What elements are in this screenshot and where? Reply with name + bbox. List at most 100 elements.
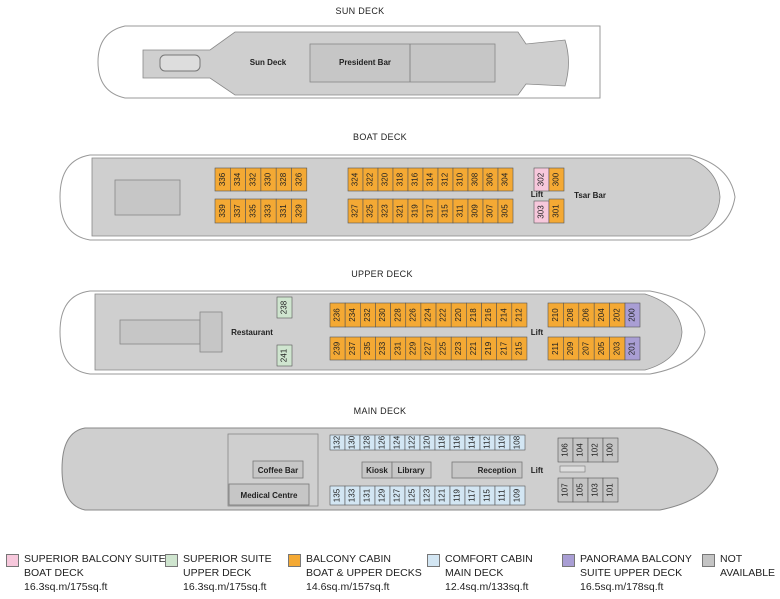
cabin-324[interactable]: 324 — [347, 167, 364, 192]
cabin-205[interactable]: 205 — [593, 336, 610, 361]
cabin-319[interactable]: 319 — [407, 198, 424, 224]
cabin-200[interactable]: 200 — [624, 302, 641, 328]
cabin-312[interactable]: 312 — [437, 167, 454, 192]
cabin-228[interactable]: 228 — [390, 302, 407, 328]
cabin-102[interactable]: 102 — [587, 437, 604, 463]
cabin-329[interactable]: 329 — [291, 198, 308, 224]
cabin-123[interactable]: 123 — [419, 485, 436, 506]
cabin-128[interactable]: 128 — [359, 434, 376, 451]
cabin-124[interactable]: 124 — [389, 434, 406, 451]
cabin-133[interactable]: 133 — [344, 485, 361, 506]
cabin-105[interactable]: 105 — [572, 477, 589, 503]
cabin-310[interactable]: 310 — [452, 167, 469, 192]
cabin-339[interactable]: 339 — [214, 198, 231, 224]
cabin-219[interactable]: 219 — [481, 336, 497, 361]
cabin-106[interactable]: 106 — [557, 437, 574, 463]
cabin-326[interactable]: 326 — [291, 167, 308, 192]
cabin-320[interactable]: 320 — [377, 167, 394, 192]
cabin-120[interactable]: 120 — [419, 434, 436, 451]
cabin-122[interactable]: 122 — [404, 434, 421, 451]
cabin-236[interactable]: 236 — [329, 302, 346, 328]
cabin-235[interactable]: 235 — [359, 336, 376, 361]
cabin-318[interactable]: 318 — [392, 167, 409, 192]
cabin-315[interactable]: 315 — [437, 198, 454, 224]
cabin-117[interactable]: 117 — [464, 485, 481, 506]
cabin-129[interactable]: 129 — [374, 485, 391, 506]
cabin-114[interactable]: 114 — [464, 434, 481, 451]
cabin-230[interactable]: 230 — [375, 302, 391, 328]
cabin-305[interactable]: 305 — [497, 198, 514, 224]
cabin-308[interactable]: 308 — [467, 167, 484, 192]
cabin-241[interactable]: 241 — [276, 344, 293, 367]
cabin-210[interactable]: 210 — [547, 302, 564, 328]
cabin-211[interactable]: 211 — [547, 336, 564, 361]
cabin-323[interactable]: 323 — [377, 198, 394, 224]
cabin-135[interactable]: 135 — [329, 485, 346, 506]
cabin-222[interactable]: 222 — [435, 302, 452, 328]
cabin-206[interactable]: 206 — [578, 302, 595, 328]
cabin-100[interactable]: 100 — [602, 437, 619, 463]
cabin-317[interactable]: 317 — [422, 198, 439, 224]
cabin-238[interactable]: 238 — [276, 296, 293, 319]
cabin-220[interactable]: 220 — [450, 302, 467, 328]
cabin-321[interactable]: 321 — [392, 198, 409, 224]
cabin-316[interactable]: 316 — [407, 167, 424, 192]
cabin-333[interactable]: 333 — [260, 198, 277, 224]
cabin-208[interactable]: 208 — [563, 302, 580, 328]
cabin-335[interactable]: 335 — [245, 198, 262, 224]
cabin-337[interactable]: 337 — [230, 198, 246, 224]
cabin-101[interactable]: 101 — [602, 477, 619, 503]
cabin-239[interactable]: 239 — [329, 336, 346, 361]
cabin-306[interactable]: 306 — [482, 167, 499, 192]
cabin-203[interactable]: 203 — [609, 336, 626, 361]
cabin-126[interactable]: 126 — [374, 434, 391, 451]
cabin-121[interactable]: 121 — [434, 485, 451, 506]
cabin-331[interactable]: 331 — [275, 198, 292, 224]
cabin-217[interactable]: 217 — [496, 336, 513, 361]
cabin-232[interactable]: 232 — [359, 302, 376, 328]
cabin-303[interactable]: 303 — [533, 200, 550, 224]
cabin-115[interactable]: 115 — [479, 485, 496, 506]
cabin-104[interactable]: 104 — [572, 437, 589, 463]
cabin-301[interactable]: 301 — [548, 198, 565, 224]
cabin-131[interactable]: 131 — [359, 485, 376, 506]
cabin-215[interactable]: 215 — [511, 336, 528, 361]
cabin-226[interactable]: 226 — [405, 302, 422, 328]
cabin-112[interactable]: 112 — [479, 434, 496, 451]
cabin-130[interactable]: 130 — [344, 434, 361, 451]
cabin-330[interactable]: 330 — [260, 167, 277, 192]
cabin-125[interactable]: 125 — [404, 485, 421, 506]
cabin-118[interactable]: 118 — [434, 434, 451, 451]
cabin-107[interactable]: 107 — [557, 477, 574, 503]
cabin-325[interactable]: 325 — [362, 198, 379, 224]
cabin-231[interactable]: 231 — [390, 336, 407, 361]
cabin-201[interactable]: 201 — [624, 336, 641, 361]
cabin-111[interactable]: 111 — [494, 485, 511, 506]
cabin-202[interactable]: 202 — [609, 302, 626, 328]
cabin-207[interactable]: 207 — [578, 336, 595, 361]
cabin-300[interactable]: 300 — [548, 167, 565, 192]
cabin-304[interactable]: 304 — [497, 167, 514, 192]
cabin-209[interactable]: 209 — [563, 336, 580, 361]
cabin-110[interactable]: 110 — [494, 434, 511, 451]
cabin-328[interactable]: 328 — [275, 167, 292, 192]
cabin-103[interactable]: 103 — [587, 477, 604, 503]
cabin-332[interactable]: 332 — [245, 167, 262, 192]
cabin-218[interactable]: 218 — [466, 302, 482, 328]
cabin-229[interactable]: 229 — [405, 336, 422, 361]
cabin-224[interactable]: 224 — [420, 302, 437, 328]
cabin-216[interactable]: 216 — [481, 302, 497, 328]
cabin-214[interactable]: 214 — [496, 302, 513, 328]
cabin-119[interactable]: 119 — [449, 485, 466, 506]
cabin-336[interactable]: 336 — [214, 167, 231, 192]
cabin-132[interactable]: 132 — [329, 434, 346, 451]
cabin-234[interactable]: 234 — [344, 302, 361, 328]
cabin-334[interactable]: 334 — [230, 167, 246, 192]
cabin-204[interactable]: 204 — [593, 302, 610, 328]
cabin-307[interactable]: 307 — [482, 198, 499, 224]
cabin-109[interactable]: 109 — [509, 485, 526, 506]
cabin-327[interactable]: 327 — [347, 198, 364, 224]
cabin-314[interactable]: 314 — [422, 167, 439, 192]
cabin-237[interactable]: 237 — [344, 336, 361, 361]
cabin-212[interactable]: 212 — [511, 302, 528, 328]
